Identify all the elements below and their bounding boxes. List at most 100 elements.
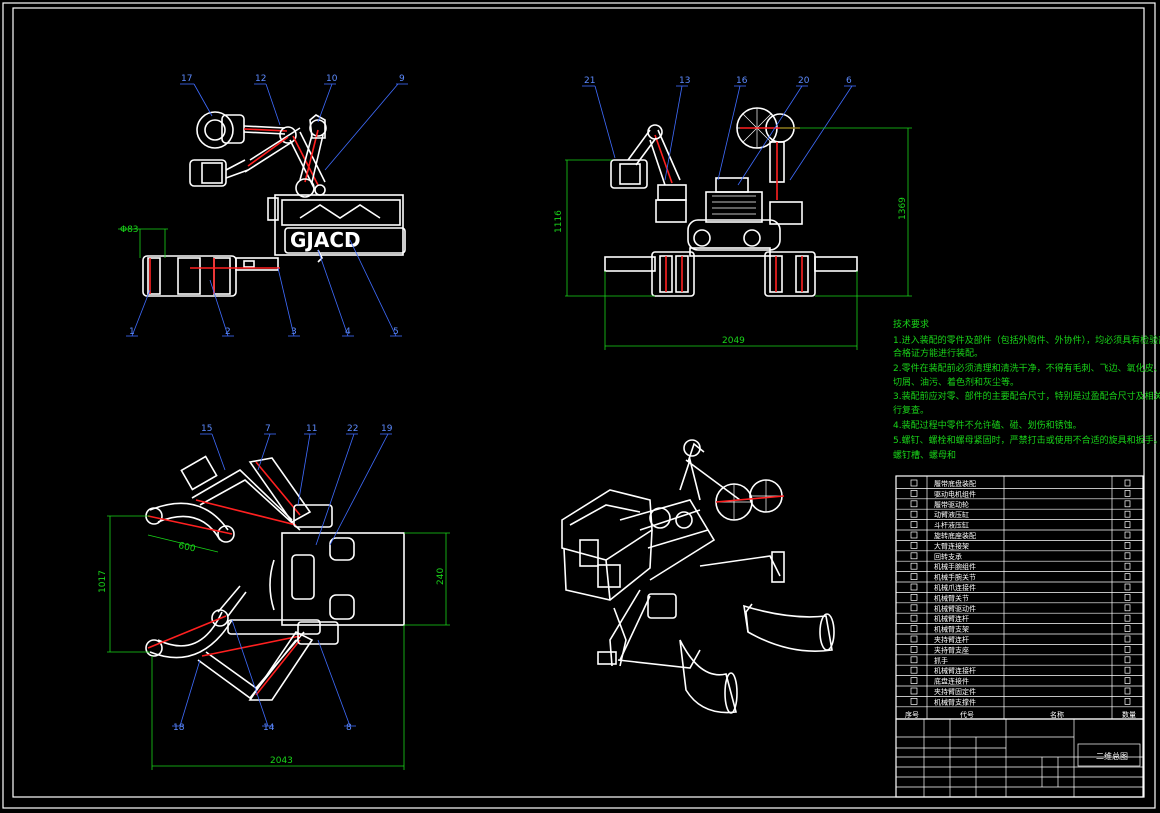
balloon-8: 8 — [346, 723, 352, 733]
bom-row-index-box — [910, 521, 918, 528]
bom-row-name: 机械臂驱动件 — [934, 604, 976, 613]
side-view: 1116 1369 2049 21 13 16 20 6 — [554, 76, 912, 350]
bom-row-qty-box — [1124, 687, 1131, 695]
bom-row-qty-box — [1124, 614, 1131, 622]
bom-row-name: 机械臂支架 — [934, 625, 969, 634]
bom-row-qty-box — [1124, 500, 1131, 508]
balloon-6: 6 — [846, 76, 852, 86]
bom-row-qty-box — [1124, 542, 1131, 549]
side-dim-width: 2049 — [722, 336, 745, 346]
bom-row-qty-box — [1124, 666, 1131, 674]
bom-row-name: 夹持臂固定件 — [934, 687, 976, 696]
tech-note-line-1: 1.进入装配的零件及部件（包括外购件、外协件），均必须具有检验部门的 — [893, 334, 1160, 346]
bom-header-qty: 数量 — [1122, 710, 1136, 719]
tech-note-line-3: 2.零件在装配前必须清理和清洗干净，不得有毛刺、飞边、氧化皮、锈蚀、 — [893, 362, 1160, 374]
bom-row-name: 机械手腕组件 — [934, 562, 976, 571]
side-dim-height-left: 1116 — [554, 210, 564, 233]
balloon-11: 11 — [306, 424, 317, 434]
tech-note-line-5: 3.装配前应对零、部件的主要配合尺寸，特别是过盈配合尺寸及相关精度进 — [893, 390, 1160, 402]
bom-row-name: 旋转底座装配 — [934, 531, 976, 540]
bom-row-index-box — [910, 490, 918, 497]
bom-row-name: 机械臂关节 — [934, 593, 969, 602]
tech-note-line-7: 4.装配过程中零件不允许磕、碰、划伤和锈蚀。 — [893, 419, 1082, 431]
svg-text:GJACD: GJACD — [290, 228, 361, 252]
bom-row-qty-box — [1124, 604, 1131, 612]
isometric-view — [561, 439, 835, 714]
bom-row-index-box — [910, 635, 918, 643]
balloon-20: 20 — [798, 76, 810, 86]
bom-row-index-box — [910, 500, 918, 508]
bom-row-index-box — [910, 698, 918, 705]
bom-row-name: 夹持臂支座 — [934, 645, 969, 654]
top-view: 600 1017 2043 240 15 7 11 22 19 18 14 8 — [98, 424, 450, 770]
bom-row-name: 斗杆液压缸 — [934, 521, 969, 530]
bom-table: 履带底盘装配驱动电机组件履带驱动轮动臂液压缸斗杆液压缸旋转底座装配大臂连接架回转… — [895, 475, 1144, 720]
top-dim-height: 1017 — [98, 570, 108, 593]
bom-row-qty-box — [1124, 625, 1131, 632]
bom-row-name: 抓手 — [934, 656, 948, 665]
balloon-19: 19 — [381, 424, 393, 434]
bom-row-qty-box — [1124, 562, 1131, 570]
bom-row-index-box — [910, 656, 918, 664]
bom-row-name: 机械手腕关节 — [934, 573, 976, 582]
bom-row-index-box — [910, 646, 918, 653]
bom-row-index-box — [910, 666, 918, 674]
bom-header-index: 序号 — [905, 710, 919, 719]
tech-note-line-8: 5.螺钉、螺栓和螺母紧固时，严禁打击或使用不合适的旋具和扳手。紧固后 — [893, 434, 1160, 446]
tech-note-line-6: 行复查。 — [893, 404, 929, 416]
bom-row-qty-box — [1124, 646, 1131, 653]
top-dim-width: 2043 — [270, 756, 293, 766]
balloon-22: 22 — [347, 424, 358, 434]
balloon-17: 17 — [181, 74, 192, 84]
bom-row-name: 机械臂连接杆 — [934, 666, 976, 675]
bom-row-name: 机械臂支撑件 — [934, 697, 976, 706]
bom-row-name: 夹持臂连杆 — [934, 635, 969, 644]
bom-row-qty-box — [1124, 531, 1131, 539]
balloon-4: 4 — [345, 327, 351, 337]
bom-row-index-box — [910, 625, 918, 632]
top-dim-span: 600 — [177, 541, 196, 554]
bom-row-qty-box — [1124, 573, 1131, 580]
bom-header-name: 名称 — [1050, 710, 1064, 719]
bom-row-index-box — [910, 594, 918, 601]
side-dim-height-right: 1369 — [898, 197, 908, 220]
bom-row-name: 履带底盘装配 — [934, 479, 976, 488]
balloon-18: 18 — [173, 723, 185, 733]
bom-row-name: 驱动电机组件 — [934, 489, 976, 498]
bom-row-qty-box — [1124, 698, 1131, 705]
bom-row-qty-box — [1124, 656, 1131, 664]
tech-note-line-4: 切屑、油污、着色剂和灰尘等。 — [893, 376, 1019, 388]
front-view: GJACD — [118, 74, 408, 337]
technical-notes: 技术要求 1.进入装配的零件及部件（包括外购件、外协件），均必须具有检验部门的 … — [893, 318, 1160, 461]
bom-row-index-box — [910, 562, 918, 570]
inner-border — [12, 7, 1145, 798]
bom-row-index-box — [910, 614, 918, 622]
balloon-12: 12 — [255, 74, 266, 84]
bom-row-name: 机械臂连杆 — [934, 614, 969, 623]
title-block: 二维总图 — [895, 718, 1144, 798]
bom-row-index-box — [910, 531, 918, 539]
bom-row-qty-box — [1124, 583, 1131, 591]
bom-row-name: 动臂液压缸 — [934, 510, 969, 519]
balloon-5: 5 — [393, 327, 399, 337]
bom-row-index-box — [910, 604, 918, 612]
bom-row-index-box — [910, 510, 918, 518]
bom-row-name: 履带驱动轮 — [934, 500, 969, 509]
bom-row-index-box — [910, 573, 918, 580]
bom-row-index-box — [910, 552, 918, 560]
bom-row-qty-box — [1124, 521, 1131, 528]
drawing-title: 二维总图 — [1096, 751, 1128, 761]
front-dim-small: Φ83 — [120, 225, 139, 235]
tech-note-line-9: 螺钉槽、螺母和 — [893, 449, 956, 461]
bom-row-index-box — [910, 542, 918, 549]
balloon-10: 10 — [326, 74, 338, 84]
balloon-21: 21 — [584, 76, 595, 86]
tech-note-line-2: 合格证方能进行装配。 — [893, 347, 983, 359]
balloon-14: 14 — [263, 723, 275, 733]
bom-row-index-box — [910, 479, 918, 487]
balloon-15: 15 — [201, 424, 212, 434]
bom-row-qty-box — [1124, 552, 1131, 560]
bom-row-name: 机械爪连接件 — [934, 583, 976, 592]
bom-row-name: 回转支承 — [934, 552, 962, 561]
